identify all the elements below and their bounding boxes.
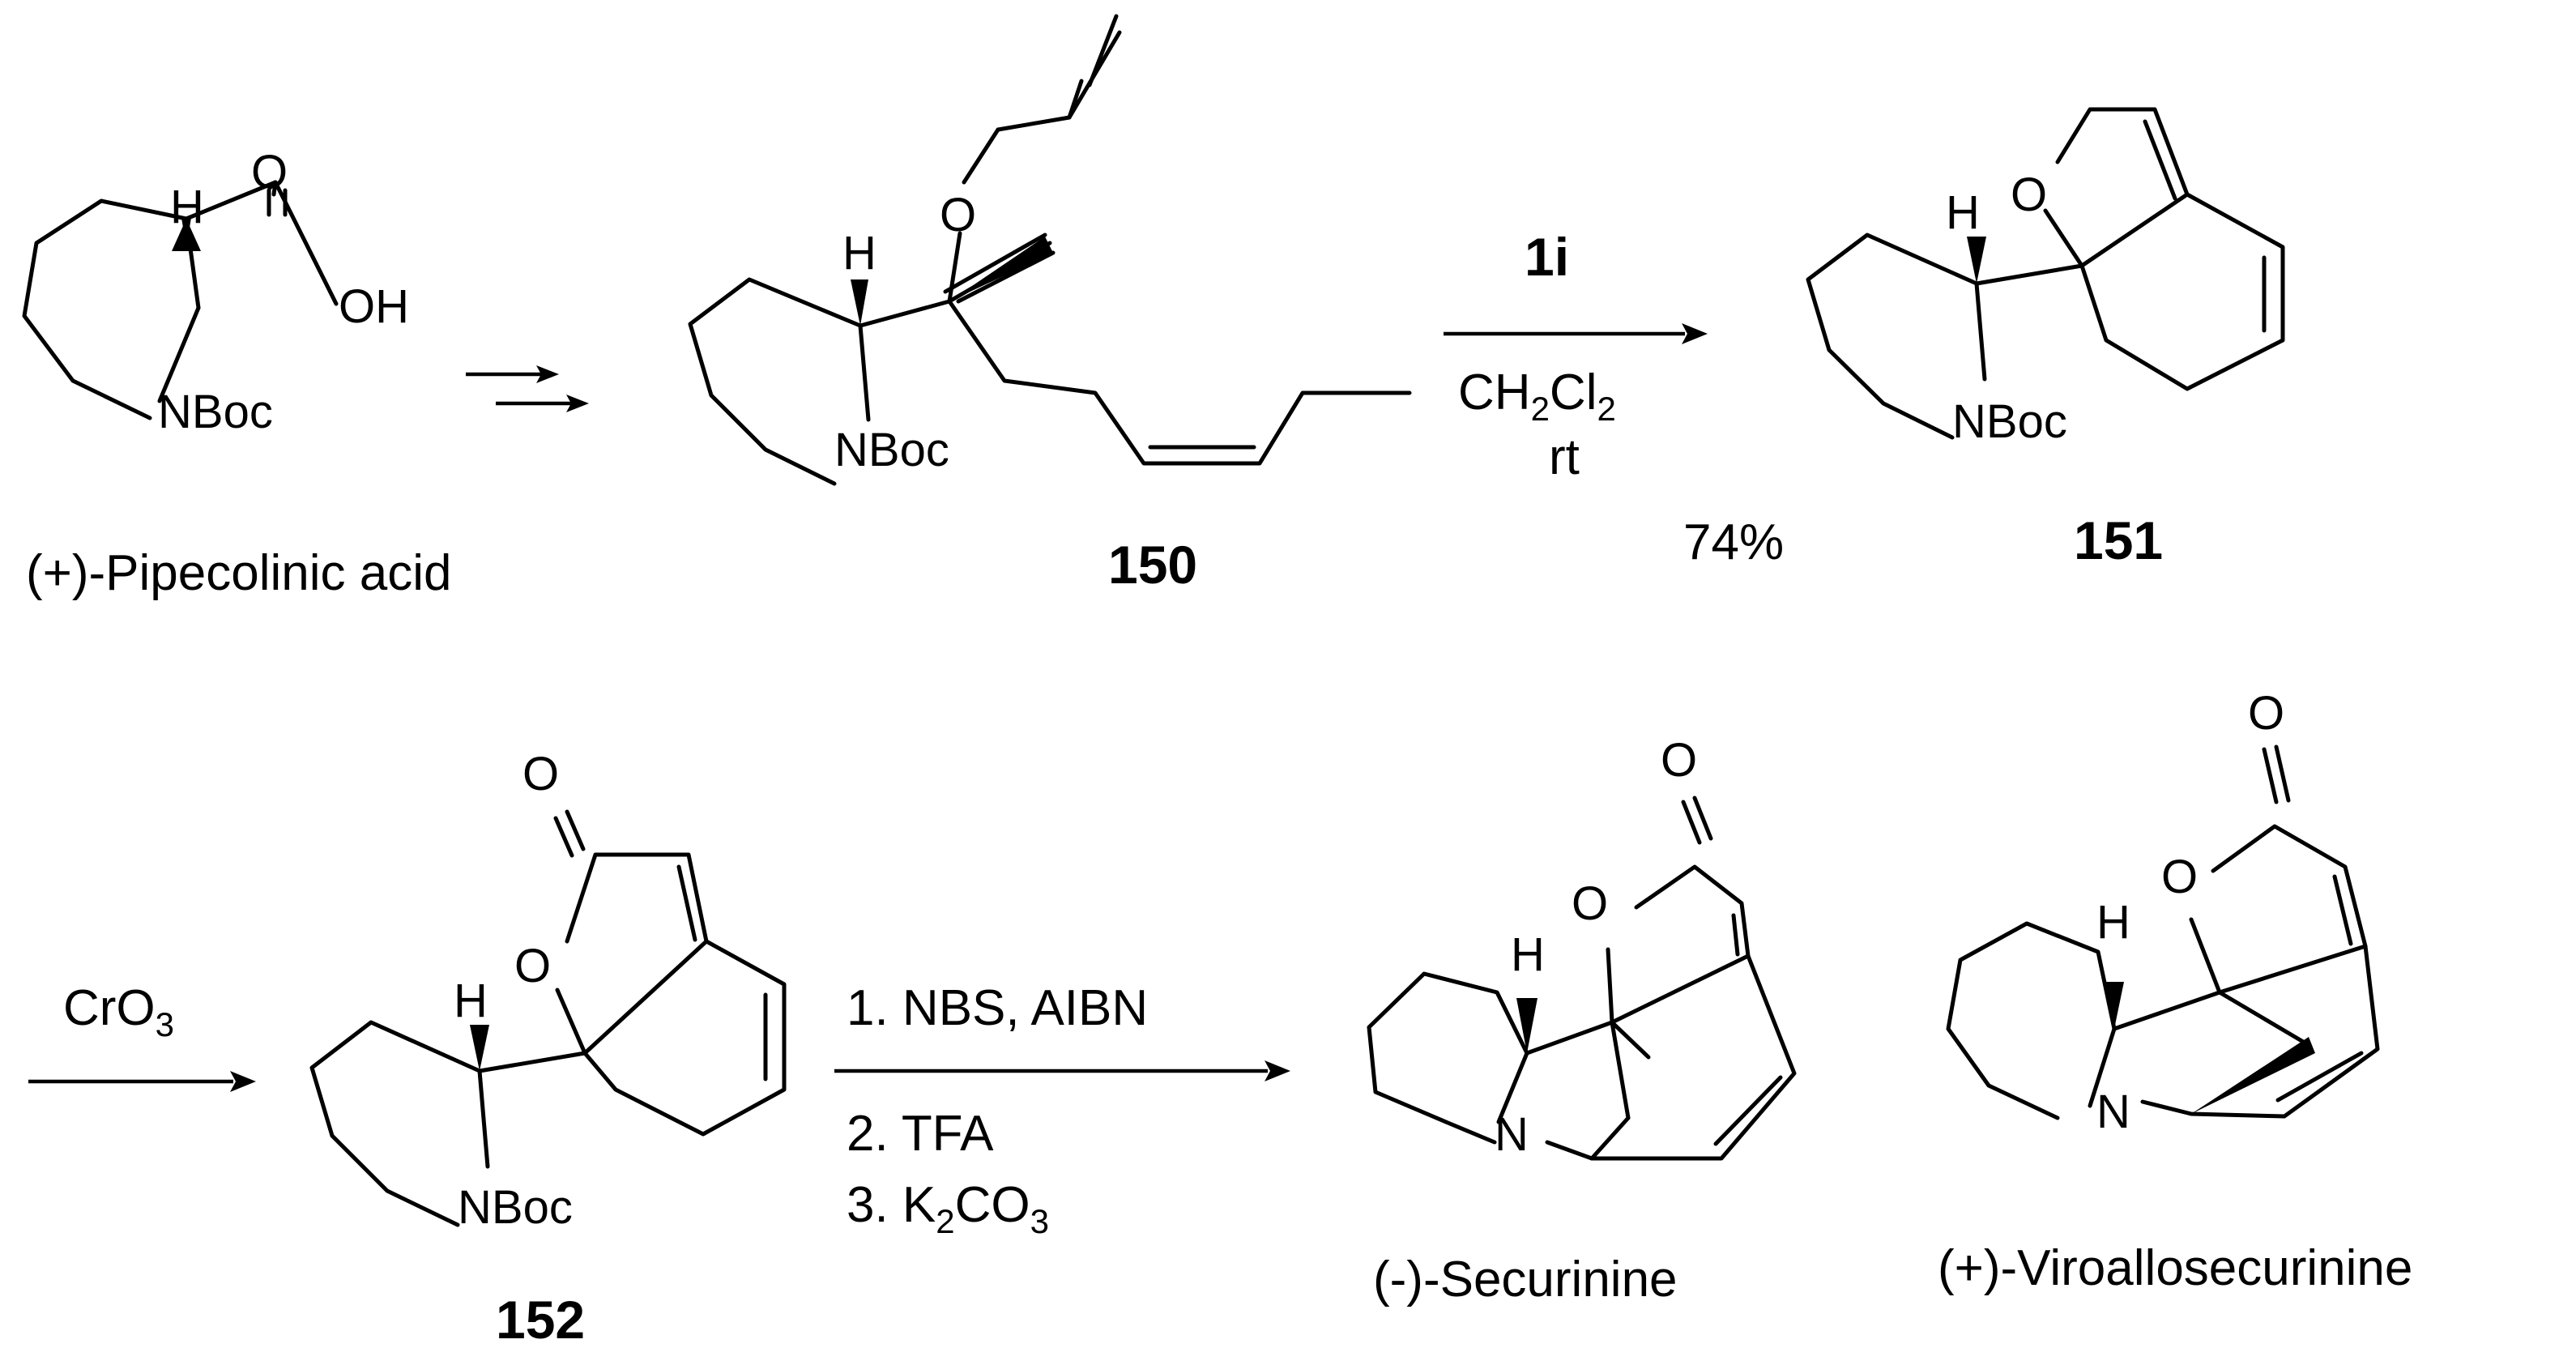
catalyst-1i: 1i bbox=[1525, 227, 1569, 287]
arrow-multistep bbox=[466, 365, 589, 412]
h-atom: H bbox=[454, 975, 488, 1027]
reagent-k2co3: 3. K2CO3 bbox=[847, 1177, 1049, 1240]
o-atom-carbonyl: O bbox=[1661, 734, 1697, 787]
o-atom: O bbox=[940, 189, 976, 241]
o-atom: O bbox=[2011, 168, 2047, 221]
o-atom-ring: O bbox=[514, 940, 551, 992]
solvent-ch2cl2: CH2Cl2 bbox=[1458, 365, 1616, 428]
o-atom-ring: O bbox=[2161, 851, 2198, 903]
arrow-step-oxidation: CrO3 bbox=[28, 980, 256, 1092]
o-atom: O bbox=[251, 146, 288, 198]
reagent-nbs-aibn: 1. NBS, AIBN bbox=[847, 980, 1148, 1036]
nboc-group: NBoc bbox=[834, 424, 949, 476]
arrow-step-cyclization: 1i CH2Cl2 rt 74% bbox=[1444, 227, 1784, 570]
h-atom: H bbox=[842, 227, 876, 279]
oh-group: OH bbox=[339, 280, 409, 333]
n-atom: N bbox=[2096, 1086, 2130, 1138]
molecule-viroallosecurinine: O O H N (+)-Viroallosecurinine bbox=[1938, 687, 2412, 1296]
molecule-securinine: O O H N (-)-Securinine bbox=[1367, 734, 1797, 1307]
o-atom-carbonyl: O bbox=[522, 748, 559, 800]
h-atom: H bbox=[170, 181, 204, 233]
h-atom: H bbox=[1511, 928, 1545, 981]
label-compound-151: 151 bbox=[2074, 510, 2163, 570]
molecule-151: H O NBoc 151 bbox=[1806, 107, 2285, 570]
yield-74: 74% bbox=[1683, 514, 1784, 570]
nboc-group: NBoc bbox=[458, 1181, 573, 1234]
nboc-group: NBoc bbox=[158, 386, 273, 438]
reagent-tfa: 2. TFA bbox=[847, 1106, 994, 1162]
label-securinine: (-)-Securinine bbox=[1373, 1252, 1678, 1307]
o-atom-carbonyl: O bbox=[2248, 687, 2284, 740]
nboc-group: NBoc bbox=[1952, 395, 2067, 448]
label-compound-152: 152 bbox=[496, 1290, 585, 1348]
arrow-step-cyclization-final: 1. NBS, AIBN 2. TFA 3. K2CO3 bbox=[834, 980, 1290, 1240]
label-compound-150: 150 bbox=[1108, 535, 1197, 595]
temperature-rt: rt bbox=[1549, 429, 1580, 485]
molecule-152: O O H NBoc 152 bbox=[309, 748, 787, 1348]
reagent-cro3: CrO3 bbox=[63, 980, 174, 1043]
label-viroallosecurinine: (+)-Viroallosecurinine bbox=[1938, 1240, 2412, 1296]
h-atom: H bbox=[1946, 186, 1980, 239]
label-pipecolinic-acid: (+)-Pipecolinic acid bbox=[26, 545, 452, 601]
h-atom: H bbox=[2096, 896, 2130, 949]
o-atom-ring: O bbox=[1572, 877, 1608, 930]
molecule-150: H O NBoc 150 bbox=[688, 14, 1412, 595]
n-atom: N bbox=[1495, 1108, 1529, 1161]
molecule-pipecolinic-acid: H O OH NBoc (+)-Pipecolinic acid bbox=[22, 146, 452, 601]
